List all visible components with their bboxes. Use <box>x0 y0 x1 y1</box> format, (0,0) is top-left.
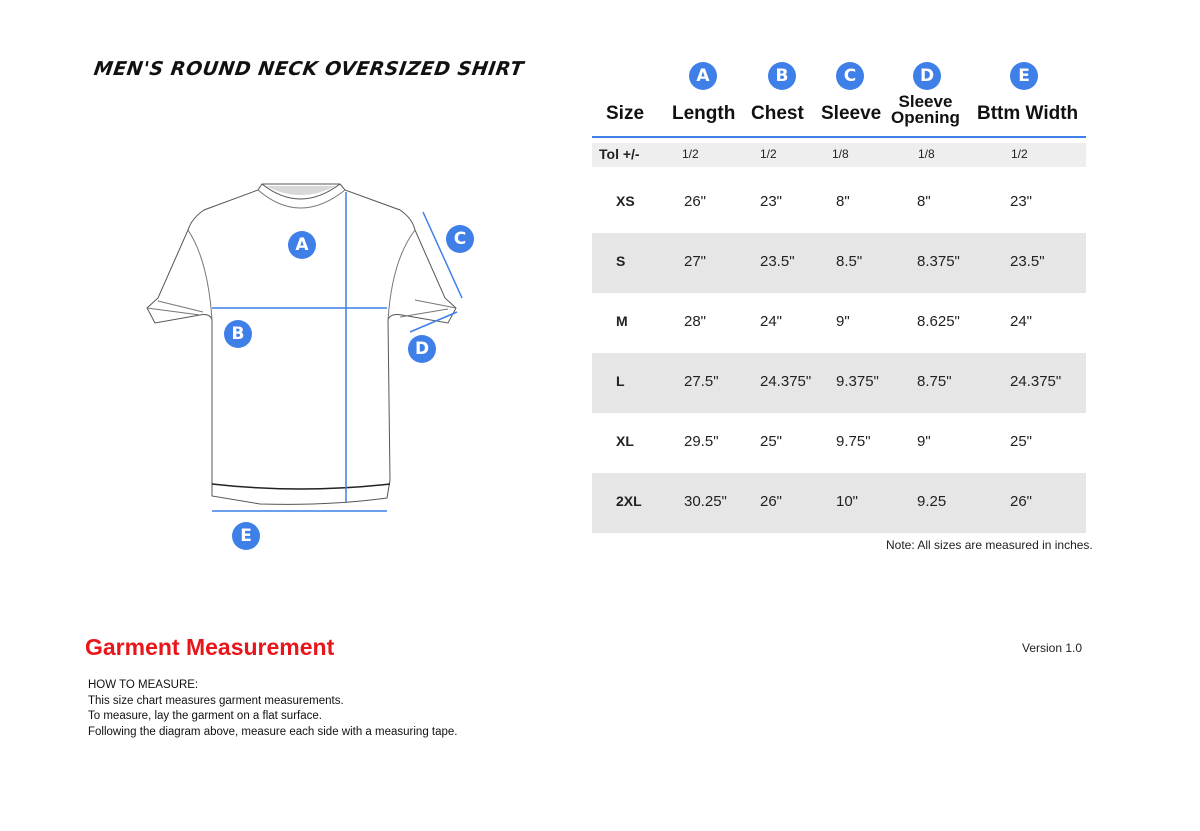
size-cell: L <box>616 373 625 389</box>
chest-cell: 23" <box>760 193 783 210</box>
table-row: S 27" 23.5" 8.5" 8.375" 23.5" <box>592 233 1086 293</box>
table-row: 2XL 30.25" 26" 10" 9.25 26" <box>592 473 1086 533</box>
column-header-size: Size <box>606 103 645 124</box>
size-cell: XS <box>616 193 635 209</box>
tolerance-sleeve-opening: 1/8 <box>918 147 935 161</box>
sleeve-cell: 8.5" <box>836 253 863 270</box>
sleeve-cell: 9.375" <box>836 373 879 390</box>
sleeve-cell: 10" <box>836 493 859 510</box>
column-header-bottom-width: Bttm Width <box>977 103 1079 124</box>
sleeve-opening-cell: 9" <box>917 433 931 450</box>
bottom-width-cell: 24" <box>1010 313 1033 330</box>
how-to-measure: HOW TO MEASURE: This size chart measures… <box>88 678 457 740</box>
tolerance-sleeve: 1/8 <box>832 147 849 161</box>
bottom-width-cell: 26" <box>1010 493 1033 510</box>
chest-cell: 24.375" <box>760 373 812 390</box>
column-badge-b-icon: B <box>768 62 796 90</box>
column-header-sleeve-opening-line1: Sleeve <box>898 92 953 111</box>
column-badge-a-icon: A <box>689 62 717 90</box>
length-cell: 26" <box>684 193 707 210</box>
sleeve-opening-cell: 8.375" <box>917 253 960 270</box>
badge-e-icon: E <box>232 522 260 550</box>
version-label: Version 1.0 <box>1022 641 1083 655</box>
how-to-line: This size chart measures garment measure… <box>88 694 344 707</box>
table-row: XS 26" 23" 8" 8" 23" <box>592 173 1086 233</box>
how-to-line: To measure, lay the garment on a flat su… <box>88 710 322 722</box>
size-cell: 2XL <box>616 493 642 509</box>
length-cell: 30.25" <box>684 493 727 510</box>
badge-c-icon: C <box>446 225 474 253</box>
chest-cell: 24" <box>760 313 783 330</box>
column-badge-d-icon: D <box>913 62 941 90</box>
tolerance-row: Tol +/- 1/2 1/2 1/8 1/8 1/2 <box>592 143 1086 167</box>
sleeve-opening-cell: 8.75" <box>917 373 952 390</box>
section-heading: Garment Measurement <box>85 634 335 660</box>
bottom-width-cell: 23" <box>1010 193 1033 210</box>
sleeve-opening-cell: 8" <box>917 193 931 210</box>
size-cell: M <box>616 313 628 329</box>
column-header-length: Length <box>672 103 736 124</box>
column-badge-c-icon: C <box>836 62 864 90</box>
column-header-sleeve-opening-line2: Opening <box>891 108 960 127</box>
how-to-heading: HOW TO MEASURE: <box>88 679 199 691</box>
sleeve-cell: 8" <box>836 193 850 210</box>
length-cell: 29.5" <box>684 433 719 450</box>
length-cell: 28" <box>684 313 707 330</box>
table-row: L 27.5" 24.375" 9.375" 8.75" 24.375" <box>592 353 1086 413</box>
column-header-sleeve-opening: Sleeve Opening <box>891 92 960 127</box>
tolerance-bottom-width: 1/2 <box>1011 147 1028 161</box>
size-cell: S <box>616 253 626 269</box>
sleeve-cell: 9.75" <box>836 433 871 450</box>
table-row: M 28" 24" 9" 8.625" 24" <box>592 293 1086 353</box>
tolerance-label: Tol +/- <box>599 146 640 162</box>
header-divider <box>592 136 1086 138</box>
chest-cell: 26" <box>760 493 783 510</box>
bottom-width-cell: 25" <box>1010 433 1033 450</box>
table-row: XL 29.5" 25" 9.75" 9" 25" <box>592 413 1086 473</box>
tolerance-length: 1/2 <box>682 147 699 161</box>
tshirt-outline-icon <box>146 183 463 512</box>
shirt-diagram: A B C D E <box>140 170 490 560</box>
badge-d-icon: D <box>408 335 436 363</box>
tolerance-chest: 1/2 <box>760 147 777 161</box>
size-rows: XS 26" 23" 8" 8" 23" S 27" 23.5" 8.5" 8.… <box>592 173 1086 533</box>
sleeve-cell: 9" <box>836 313 850 330</box>
column-badges: A B C D E <box>592 60 1086 94</box>
sleeve-opening-cell: 9.25 <box>917 493 947 510</box>
column-header-chest: Chest <box>751 103 804 124</box>
size-cell: XL <box>616 433 634 449</box>
column-headers: Size Length Chest Sleeve Sleeve Opening … <box>592 92 1086 136</box>
column-header-sleeve: Sleeve <box>821 103 882 124</box>
column-badge-e-icon: E <box>1010 62 1038 90</box>
bottom-width-cell: 23.5" <box>1010 253 1045 270</box>
how-to-line: Following the diagram above, measure eac… <box>88 725 458 738</box>
sleeve-opening-cell: 8.625" <box>917 313 960 330</box>
bottom-width-cell: 24.375" <box>1010 373 1062 390</box>
chest-cell: 25" <box>760 433 783 450</box>
length-cell: 27.5" <box>684 373 719 390</box>
badge-b-icon: B <box>224 320 252 348</box>
badge-a-icon: A <box>288 231 316 259</box>
page-title: MEN'S ROUND NECK OVERSIZED SHIRT <box>92 58 526 80</box>
chest-cell: 23.5" <box>760 253 795 270</box>
units-note: Note: All sizes are measured in inches. <box>886 538 1093 552</box>
length-cell: 27" <box>684 253 707 270</box>
